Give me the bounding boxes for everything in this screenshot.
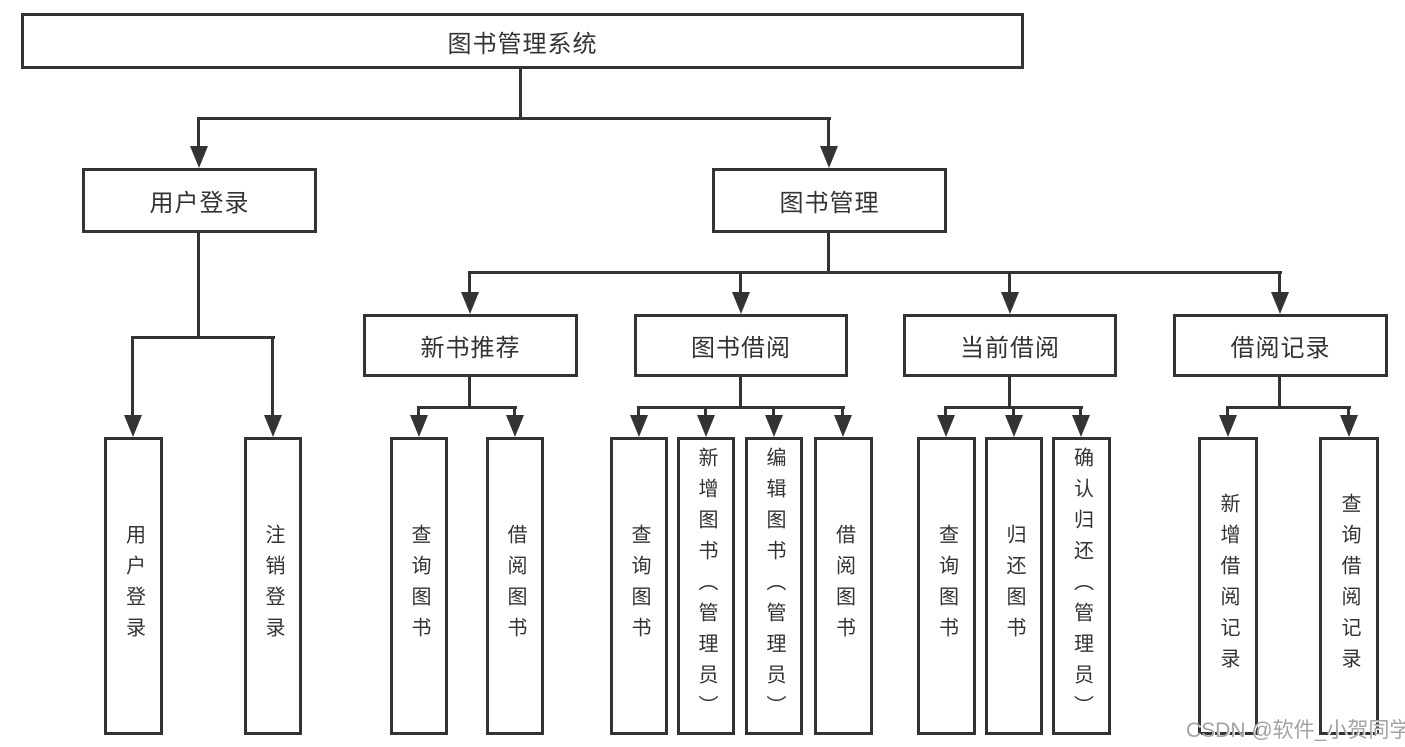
node-book-borrowing: 图书借阅	[634, 314, 848, 377]
arrowhead-book-management	[820, 146, 838, 168]
node-bb-add-books-admin: 新增图书（管理员）	[677, 437, 735, 735]
edge-cb-return-drop	[1012, 406, 1015, 418]
edge-root-stub	[519, 69, 522, 120]
arrowhead-leaf-user-login	[124, 415, 142, 437]
edge-nb-borrow-drop	[513, 406, 516, 418]
edge-user-login-drop	[197, 117, 200, 150]
arrowhead-nb-borrow	[506, 415, 524, 437]
node-cb-return-books: 归还图书	[985, 437, 1043, 735]
node-root: 图书管理系统	[21, 13, 1024, 69]
arrowhead-nb-query	[410, 415, 428, 437]
node-bb-query-books: 查询图书	[610, 437, 668, 735]
edge-l2-rail	[468, 271, 1282, 274]
arrowhead-cb-return	[1005, 415, 1023, 437]
edge-book-borrow-stub	[739, 377, 742, 408]
node-nb-borrow-books: 借阅图书	[486, 437, 544, 735]
arrowhead-cb-confirm	[1072, 415, 1090, 437]
arrowhead-book-borrow	[732, 292, 750, 314]
arrowhead-br-query	[1340, 415, 1358, 437]
arrowhead-bb-borrow	[834, 415, 852, 437]
edge-l1-rail	[197, 117, 831, 120]
edge-new-book-stub	[468, 377, 471, 408]
arrowhead-leaf-logout	[264, 415, 282, 437]
edge-leaf-logout-drop	[271, 336, 274, 417]
node-cb-confirm-return-admin: 确认归还（管理员）	[1052, 437, 1111, 735]
edge-new-book-rail	[417, 406, 517, 409]
node-leaf-logout: 注销登录	[244, 437, 302, 735]
edge-book-management-stub	[827, 233, 830, 274]
node-br-add-record: 新增借阅记录	[1198, 437, 1258, 735]
arrowhead-bb-add	[697, 415, 715, 437]
arrowhead-cb-query	[937, 415, 955, 437]
arrowhead-br-add	[1219, 415, 1237, 437]
edge-user-login-stub	[197, 233, 200, 338]
node-new-book-recommendation: 新书推荐	[363, 314, 578, 377]
edge-nb-query-drop	[417, 406, 420, 418]
arrowhead-new-book	[461, 292, 479, 314]
node-leaf-user-login: 用户登录	[104, 437, 163, 735]
edge-user-login-rail	[132, 336, 275, 339]
node-book-management: 图书管理	[712, 168, 947, 233]
edge-book-management-drop	[827, 117, 830, 150]
edge-book-borrow-drop	[739, 271, 742, 296]
node-bb-borrow-books: 借阅图书	[814, 437, 873, 735]
edge-book-borrow-rail	[637, 406, 845, 409]
edge-leaf-user-login-drop	[131, 336, 134, 417]
edge-bb-query-drop	[637, 406, 640, 418]
node-nb-query-books: 查询图书	[390, 437, 448, 735]
node-bb-edit-books-admin: 编辑图书（管理员）	[745, 437, 803, 735]
edge-bb-borrow-drop	[841, 406, 844, 418]
edge-cb-confirm-drop	[1079, 406, 1082, 418]
edge-current-borrow-drop	[1008, 271, 1011, 296]
edge-borrow-records-stub	[1278, 377, 1281, 408]
edge-new-book-drop	[468, 271, 471, 296]
edge-cb-query-drop	[944, 406, 947, 418]
edge-bb-add-drop	[704, 406, 707, 418]
edge-borrow-records-rail	[1226, 406, 1351, 409]
node-current-borrowing: 当前借阅	[903, 314, 1117, 377]
edge-current-borrow-stub	[1008, 377, 1011, 408]
edge-borrow-records-drop	[1278, 271, 1281, 296]
arrowhead-bb-edit	[765, 415, 783, 437]
arrowhead-current-borrow	[1001, 292, 1019, 314]
edge-bb-edit-drop	[772, 406, 775, 418]
node-borrowing-records: 借阅记录	[1173, 314, 1388, 377]
arrowhead-user-login	[190, 146, 208, 168]
arrowhead-borrow-records	[1271, 292, 1289, 314]
node-cb-query-books: 查询图书	[917, 437, 976, 735]
watermark: CSDN @软件_小贺同学	[1186, 719, 1405, 742]
edge-br-query-drop	[1347, 406, 1350, 418]
edge-br-add-drop	[1226, 406, 1229, 418]
node-br-query-record: 查询借阅记录	[1319, 437, 1379, 735]
arrowhead-bb-query	[630, 415, 648, 437]
node-user-login: 用户登录	[82, 168, 317, 233]
